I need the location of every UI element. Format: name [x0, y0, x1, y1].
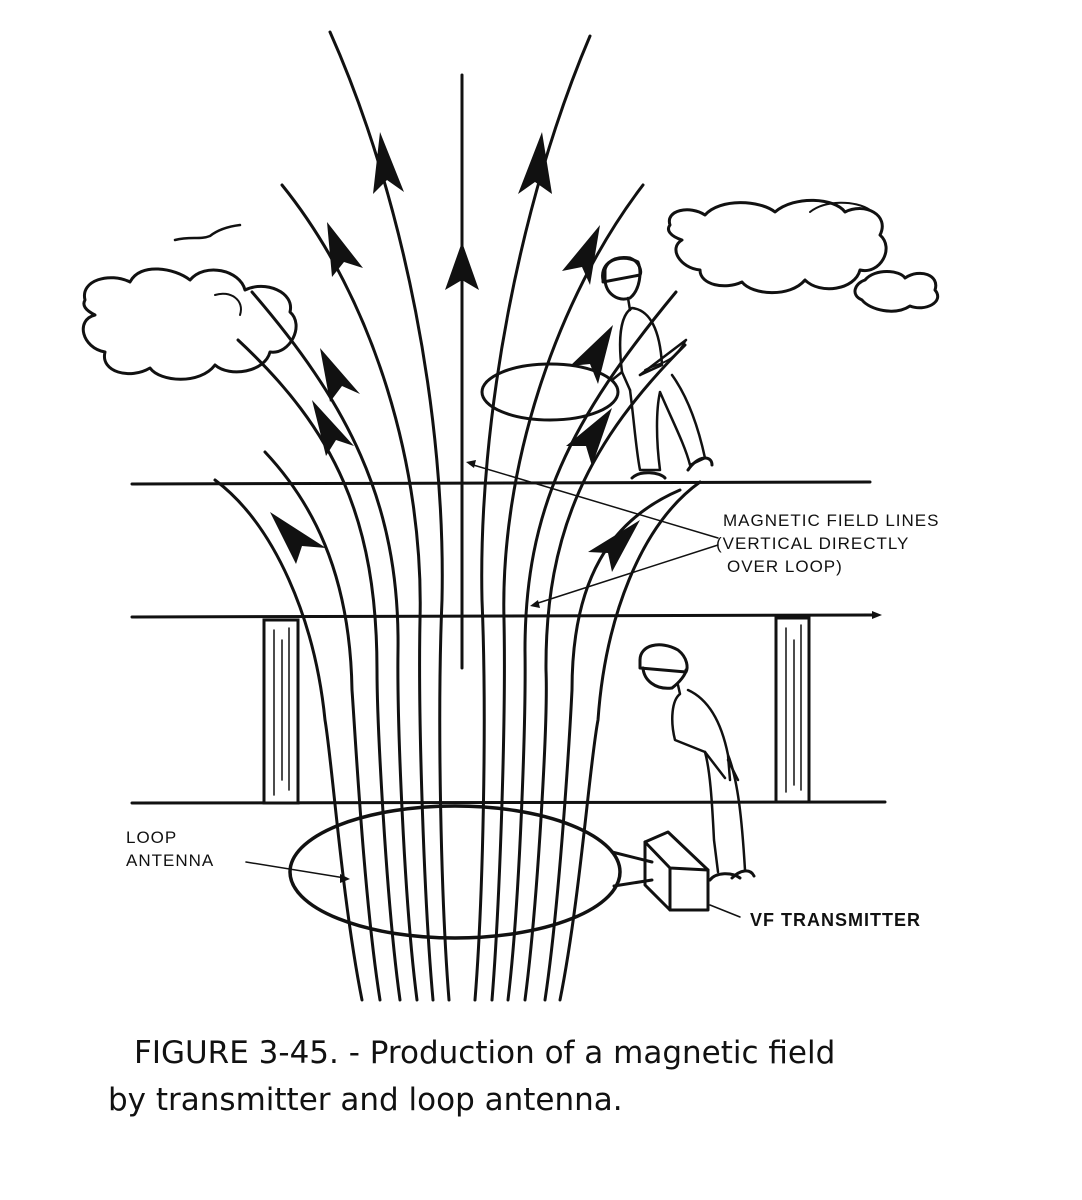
- caption-prefix: FIGURE 3-45. -: [134, 1035, 360, 1071]
- vf-transmitter-label: VF TRANSMITTER: [750, 910, 921, 930]
- field-line: [473, 34, 592, 1002]
- field-lines-label-2: (VERTICAL DIRECTLY: [716, 534, 909, 553]
- surface-line: [130, 480, 872, 486]
- arrowhead: [570, 325, 613, 384]
- loop-antenna-label-2: ANTENNA: [126, 851, 214, 870]
- field-line: [328, 30, 451, 1002]
- arrowhead: [588, 520, 640, 572]
- arrowhead: [327, 222, 363, 277]
- right-cloud: [667, 198, 939, 313]
- field-line: [236, 338, 402, 1002]
- left-timber-post: [262, 618, 300, 805]
- loop-antenna-label-1: LOOP: [126, 828, 177, 847]
- field-line: [250, 290, 419, 1002]
- arrowhead: [312, 400, 354, 456]
- field-line: [558, 480, 702, 1002]
- surface-worker-figure: [601, 256, 714, 480]
- caption-line-1: Production of a magnetic field: [369, 1035, 836, 1071]
- left-cloud: [81, 267, 298, 381]
- roof-line-arrowhead: [872, 611, 882, 619]
- vf-transmitter-box: [643, 830, 710, 912]
- loop-antenna: [288, 804, 622, 940]
- caption-line-2: by transmitter and loop antenna.: [108, 1082, 623, 1118]
- figure-caption: FIGURE 3-45. - Production of a magnetic …: [108, 1030, 1008, 1124]
- right-timber-post: [774, 616, 811, 804]
- mine-roof-line: [130, 613, 874, 619]
- arrowhead: [270, 512, 326, 564]
- arrowhead: [373, 132, 404, 194]
- bird-left: [173, 223, 242, 242]
- receiving-loop: [480, 362, 620, 422]
- arrowhead: [566, 408, 612, 466]
- field-lines-label-1: MAGNETIC FIELD LINES: [723, 511, 939, 530]
- field-line: [543, 488, 682, 1002]
- underground-worker-figure: [638, 643, 756, 882]
- field-line: [263, 450, 382, 1002]
- arrowhead: [320, 348, 360, 402]
- arrowhead: [562, 225, 600, 285]
- field-line: [213, 478, 364, 1002]
- arrowhead: [518, 132, 552, 194]
- field-line: [506, 290, 678, 1002]
- mine-floor-line: [130, 800, 887, 805]
- arrowhead: [445, 242, 479, 290]
- field-line-arrows: [270, 132, 640, 572]
- field-line: [490, 183, 645, 1002]
- leader-lines: [245, 460, 741, 918]
- magnetic-field-lines: [213, 30, 702, 1002]
- field-line: [280, 183, 435, 1002]
- field-line: [523, 343, 687, 1002]
- field-lines-label-3: OVER LOOP): [727, 557, 843, 576]
